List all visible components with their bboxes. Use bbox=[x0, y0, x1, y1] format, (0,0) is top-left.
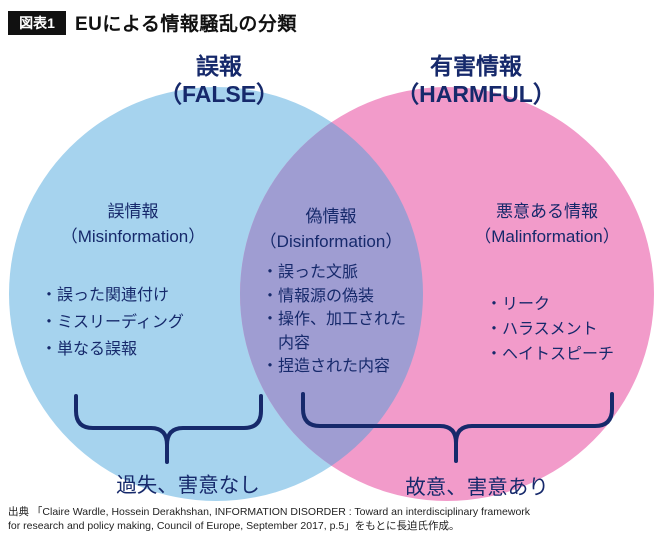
list-line: ・ミスリーディング bbox=[41, 314, 184, 331]
source-line-2: for research and policy making, Council … bbox=[8, 519, 460, 532]
list-line: ・単なる誤報 bbox=[41, 341, 138, 358]
source-note: 出典 「Claire Wardle, Hossein Derakhshan, I… bbox=[8, 506, 530, 533]
list-line: ・情報源の偽装 bbox=[262, 287, 375, 305]
source-line-1: 出典 「Claire Wardle, Hossein Derakhshan, I… bbox=[8, 506, 531, 518]
list-line: ・ハラスメント bbox=[486, 321, 598, 338]
list-line: ・誤った文脈 bbox=[262, 264, 359, 281]
overlap-region bbox=[240, 87, 423, 501]
right-brace bbox=[301, 392, 614, 463]
right-caption: 故意、害意あり bbox=[405, 476, 549, 499]
figure-title: EUによる情報騒乱の分類 bbox=[75, 14, 297, 35]
right-header-en: （HARMFUL） bbox=[396, 81, 556, 107]
disinformation-title-en: （Disinformation） bbox=[259, 232, 403, 251]
misinformation-title-ja: 誤情報 bbox=[107, 202, 159, 221]
right-circle-header: 有害情報 （HARMFUL） bbox=[396, 52, 556, 108]
figure-tag: 図表1 bbox=[8, 10, 66, 35]
list-line: ・捏造された内容 bbox=[262, 358, 391, 375]
disinformation-list: ・誤った文脈・情報源の偽装・操作、加工された 内容・捏造された内容 bbox=[262, 261, 406, 379]
malinformation-title-ja: 悪意ある情報 bbox=[496, 202, 598, 221]
malinformation-list: ・リーク・ハラスメント・ヘイトスピーチ bbox=[486, 292, 614, 367]
list-line: 内容 bbox=[262, 334, 311, 352]
left-circle-header: 誤報 （FALSE） bbox=[159, 52, 279, 108]
disinformation-title-ja: 偽情報 bbox=[305, 207, 357, 226]
misinformation-list: ・誤った関連付け・ミスリーディング・単なる誤報 bbox=[41, 282, 184, 363]
list-line: ・リーク bbox=[486, 296, 551, 313]
misinformation-title: 誤情報 （Misinformation） bbox=[61, 199, 206, 249]
list-line: ・操作、加工された bbox=[262, 311, 407, 328]
list-line: ・ヘイトスピーチ bbox=[486, 346, 615, 363]
figure-header: 図表1 EUによる情報騒乱の分類 bbox=[8, 9, 297, 36]
left-brace bbox=[74, 394, 263, 464]
left-caption: 過失、害意なし bbox=[116, 474, 260, 497]
disinformation-title: 偽情報 （Disinformation） bbox=[260, 204, 403, 254]
list-line: ・誤った関連付け bbox=[41, 287, 170, 304]
malinformation-title-en: （Malinformation） bbox=[474, 227, 620, 246]
right-header-ja: 有害情報 bbox=[429, 53, 522, 79]
left-header-ja: 誤報 bbox=[196, 53, 242, 79]
misinformation-title-en: （Misinformation） bbox=[60, 227, 206, 246]
left-header-en: （FALSE） bbox=[158, 81, 280, 107]
malinformation-title: 悪意ある情報 （Malinformation） bbox=[474, 199, 620, 249]
